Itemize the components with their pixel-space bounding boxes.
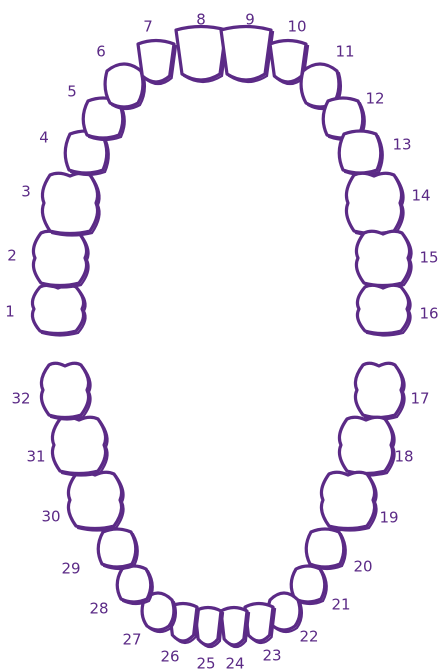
tooth-number-label-5: 5 [67,83,77,101]
tooth-number-label-20: 20 [353,558,372,576]
tooth-shape-7 [138,41,174,83]
tooth-17 [355,363,404,419]
tooth-number-label-21: 21 [331,596,350,614]
tooth-number-label-26: 26 [160,648,179,666]
tooth-15 [356,231,411,287]
tooth-number-label-17: 17 [410,390,429,408]
tooth-13 [339,131,383,175]
tooth-28 [117,566,153,604]
tooth-23 [245,604,275,644]
tooth-number-label-14: 14 [411,187,430,205]
tooth-7 [138,41,176,85]
tooth-shape-23 [245,604,273,642]
tooth-number-label-2: 2 [7,247,17,265]
tooth-number-label-10: 10 [287,18,306,36]
tooth-3 [42,173,99,235]
tooth-number-label-4: 4 [39,129,49,147]
tooth-number-label-13: 13 [392,136,411,154]
tooth-number-label-16: 16 [419,305,438,323]
tooth-shape-31 [52,417,105,473]
tooth-number-label-3: 3 [21,183,31,201]
tooth-shape-29 [98,529,136,567]
tooth-19 [321,472,376,530]
tooth-shape-2 [33,231,86,285]
tooth-number-label-12: 12 [365,90,384,108]
tooth-shape-28 [117,566,151,602]
tooth-number-label-30: 30 [41,508,60,526]
tooth-number-label-23: 23 [262,647,281,665]
tooth-number-label-29: 29 [61,560,80,578]
tooth-shape-15 [356,231,409,285]
tooth-shape-18 [339,417,392,473]
tooth-16 [357,285,410,335]
tooth-shape-16 [357,285,408,333]
tooth-number-label-15: 15 [419,249,438,267]
tooth-6 [105,64,145,109]
tooth-shape-32 [41,363,88,417]
tooth-shape-8 [176,27,226,81]
tooth-number-label-11: 11 [335,43,354,61]
tooth-31 [52,417,107,475]
tooth-30 [68,472,123,530]
tooth-shape-30 [68,472,121,528]
tooth-shape-9 [221,27,271,81]
tooth-shape-1 [32,285,83,333]
tooth-32 [41,363,90,419]
tooth-1 [32,285,85,335]
tooth-shape-14 [346,173,401,233]
tooth-18 [339,417,394,475]
tooth-number-label-27: 27 [122,631,141,649]
tooth-29 [98,529,138,569]
tooth-20 [306,529,346,569]
tooth-14 [346,173,403,235]
tooth-9 [221,27,273,83]
tooth-number-label-32: 32 [11,390,30,408]
tooth-number-label-19: 19 [379,509,398,527]
tooth-number-label-28: 28 [89,600,108,618]
tooth-number-label-18: 18 [394,448,413,466]
tooth-shape-24 [221,608,247,646]
tooth-number-label-31: 31 [26,448,45,466]
tooth-number-label-8: 8 [196,11,206,29]
tooth-shape-17 [355,363,402,417]
tooth-number-label-6: 6 [96,43,106,61]
tooth-number-label-22: 22 [299,628,318,646]
tooth-number-label-25: 25 [196,655,215,672]
tooth-number-label-1: 1 [5,303,15,321]
tooth-number-label-24: 24 [225,655,244,672]
tooth-number-label-9: 9 [245,11,255,29]
tooth-2 [33,231,88,287]
tooth-number-label-7: 7 [143,18,153,36]
tooth-shape-6 [105,64,143,107]
tooth-shape-13 [339,131,381,173]
tooth-shape-20 [306,529,344,567]
tooth-shape-3 [42,173,97,233]
tooth-shape-19 [321,472,374,528]
tooth-24 [221,608,249,648]
